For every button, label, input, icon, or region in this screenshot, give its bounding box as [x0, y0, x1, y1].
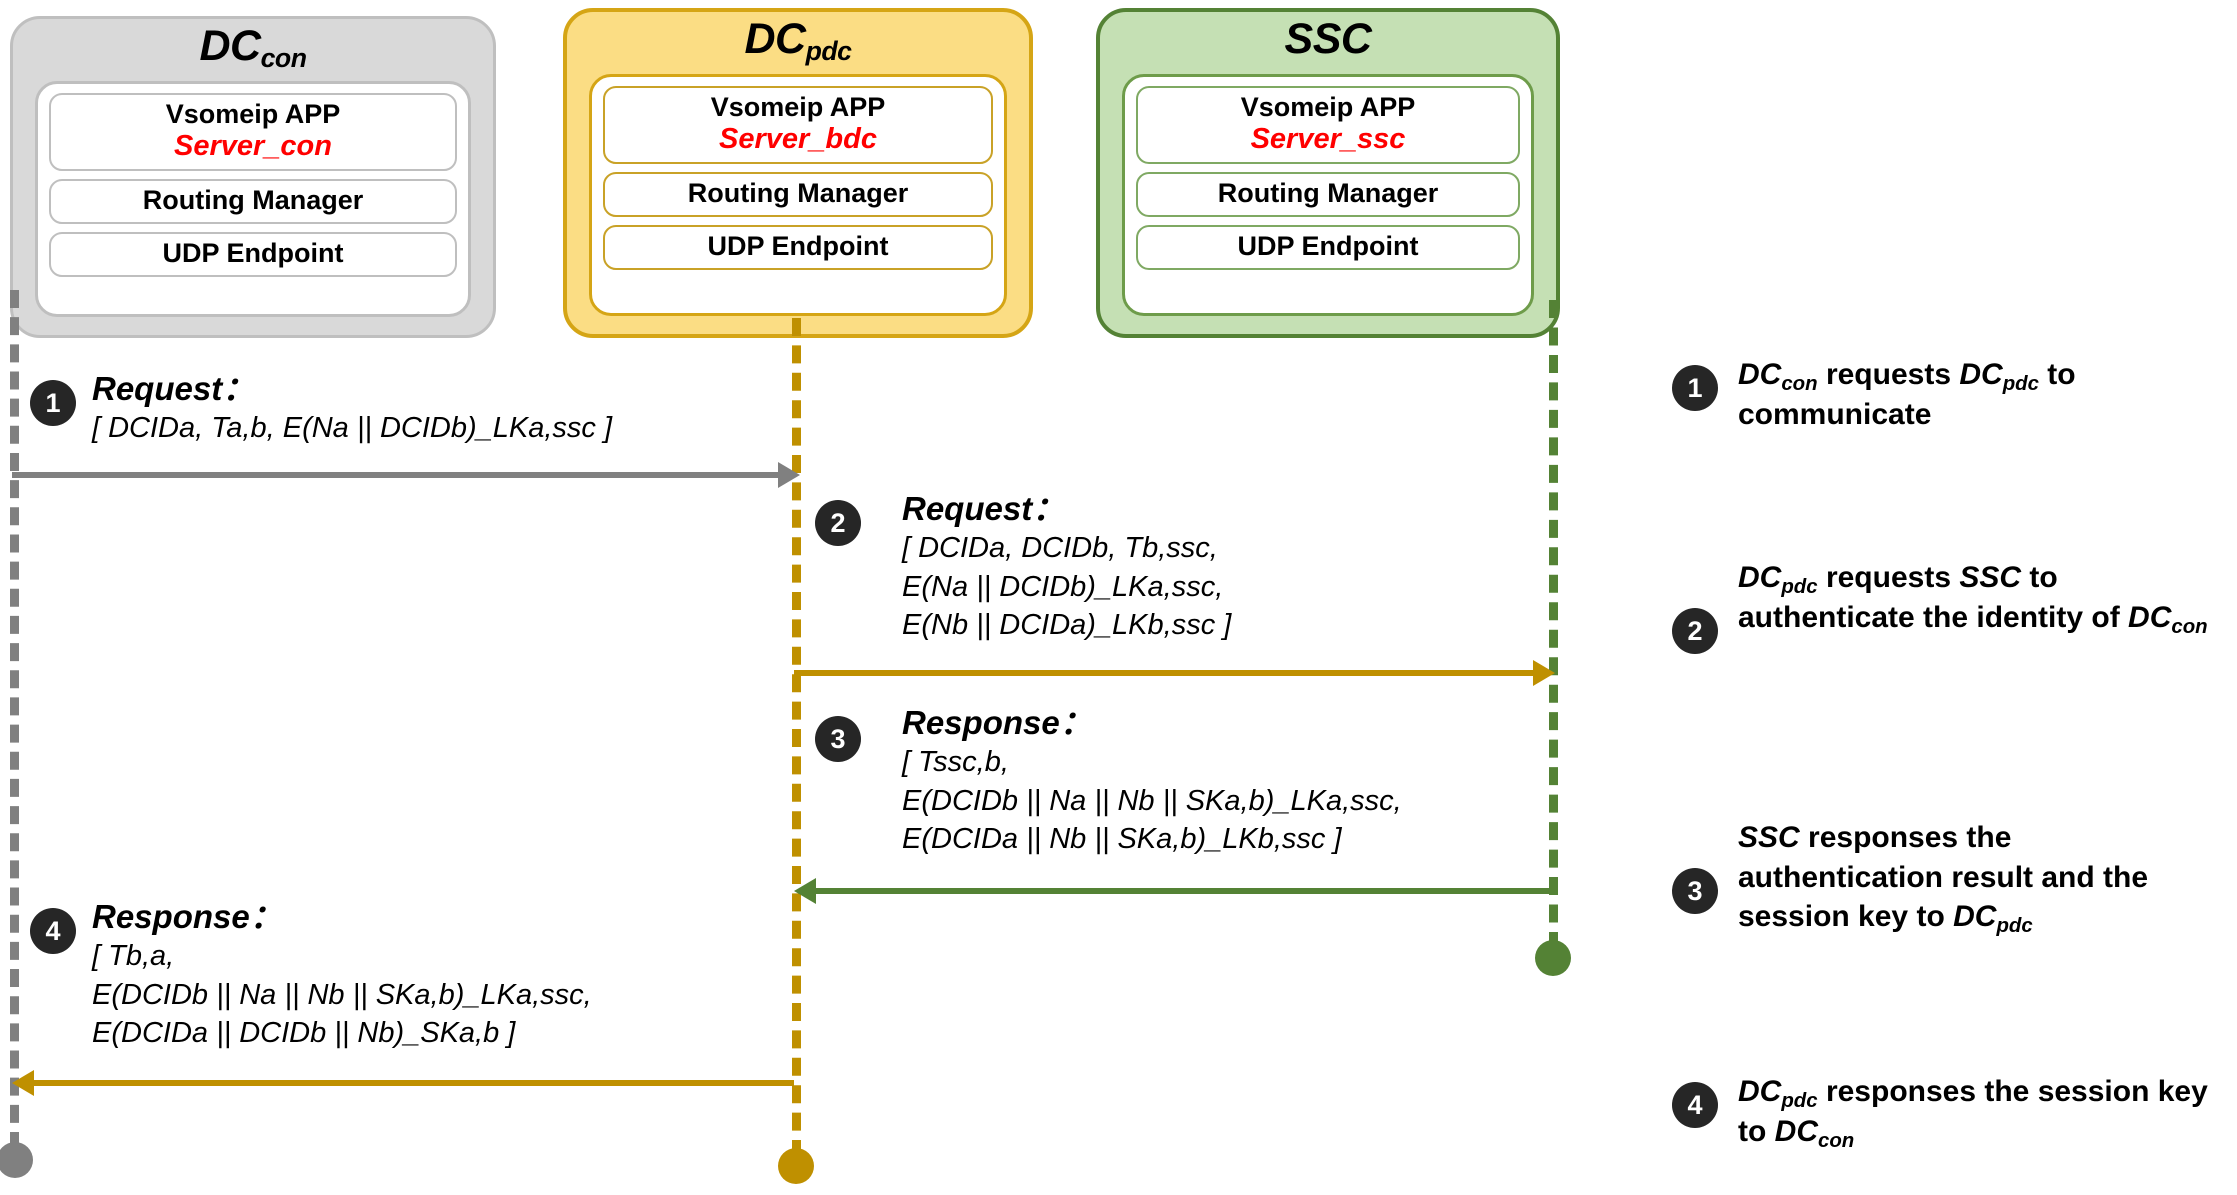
routing-manager-slot-ssc: Routing Manager — [1136, 172, 1520, 218]
step-badge-1: 1 — [30, 380, 76, 426]
message-1-arrow — [12, 472, 784, 478]
step-badge-4: 4 — [30, 908, 76, 954]
participant-title-ssc: SSC — [1284, 15, 1372, 63]
legend-badge-2: 2 — [1672, 608, 1718, 654]
lifeline-ssc — [1549, 300, 1558, 950]
vsomeip-app-label: Vsomeip APP — [710, 92, 886, 122]
udp-endpoint-slot-dc-pdc: UDP Endpoint — [603, 225, 993, 271]
participant-ssc: SSC Vsomeip APP Server_ssc Routing Manag… — [1096, 8, 1560, 338]
vsomeip-app-slot-dc-pdc: Vsomeip APP Server_bdc — [603, 86, 993, 165]
server-name-label: Server_bdc — [719, 123, 877, 156]
routing-manager-slot-dc-pdc: Routing Manager — [603, 172, 993, 218]
message-3-arrowhead — [794, 878, 816, 904]
step-badge-3: 3 — [815, 716, 861, 762]
participant-stack-ssc: Vsomeip APP Server_ssc Routing Manager U… — [1122, 74, 1534, 316]
vsomeip-app-label: Vsomeip APP — [165, 99, 341, 129]
routing-manager-label: Routing Manager — [687, 178, 909, 209]
message-4-line-2: E(DCIDb || Na || Nb || SKa,b)_LKa,ssc, — [92, 978, 592, 1011]
message-4-line-3: E(DCIDa || DCIDb || Nb)_SKa,b ] — [92, 1017, 516, 1050]
udp-endpoint-label: UDP Endpoint — [707, 231, 889, 262]
legend-label-2: DCpdc requests SSC to authenticate the i… — [1738, 561, 2208, 638]
message-4-line-1: [ Tb,a, — [92, 940, 175, 973]
participant-title-dc-pdc: DCpdc — [744, 15, 852, 67]
legend-label-3: SSC responses the authentication result … — [1738, 821, 2149, 938]
message-3-line-1: [ Tssc,b, — [902, 746, 1009, 779]
participant-dc-pdc: DCpdc Vsomeip APP Server_bdc Routing Man… — [563, 8, 1033, 338]
lifeline-endpoint-dc-pdc — [778, 1148, 814, 1184]
vsomeip-app-slot-ssc: Vsomeip APP Server_ssc — [1136, 86, 1520, 165]
message-4-text: Response： [ Tb,a, E(DCIDb || Na || Nb ||… — [92, 896, 592, 1053]
legend-label-4: DCpdc responses the session key to DCcon — [1738, 1075, 2208, 1152]
udp-endpoint-label: UDP Endpoint — [1237, 231, 1419, 262]
server-name-label: Server_ssc — [1250, 123, 1406, 156]
routing-manager-slot-dc-con: Routing Manager — [49, 179, 457, 225]
lifeline-dc-pdc — [792, 318, 801, 1158]
message-3-text: Response： [ Tssc,b, E(DCIDb || Na || Nb … — [902, 702, 1402, 859]
message-4-arrowhead — [12, 1070, 34, 1096]
lifeline-endpoint-dc-con — [0, 1142, 33, 1178]
message-2-line-3: E(Nb || DCIDa)_LKb,ssc ] — [902, 609, 1232, 642]
legend-badge-1: 1 — [1672, 365, 1718, 411]
message-2-line-1: [ DCIDa, DCIDb, Tb,ssc, — [902, 532, 1218, 565]
message-2-line-2: E(Na || DCIDb)_LKa,ssc, — [902, 570, 1224, 603]
step-badge-2: 2 — [815, 500, 861, 546]
message-1-text: Request： [ DCIDa, Ta,b, E(Na || DCIDb)_L… — [92, 368, 612, 448]
legend-label-1: DCcon requests DCpdc to communicate — [1738, 358, 2076, 431]
routing-manager-label: Routing Manager — [142, 185, 364, 216]
routing-manager-label: Routing Manager — [1217, 178, 1439, 209]
message-2-arrow — [794, 670, 1539, 676]
message-1-line-1: [ DCIDa, Ta,b, E(Na || DCIDb)_LKa,ssc ] — [92, 412, 613, 445]
vsomeip-app-slot-dc-con: Vsomeip APP Server_con — [49, 93, 457, 172]
lifeline-dc-con — [10, 290, 19, 1150]
server-name-label: Server_con — [174, 130, 332, 163]
participant-stack-dc-con: Vsomeip APP Server_con Routing Manager U… — [35, 81, 471, 317]
participant-title-dc-con: DCcon — [199, 22, 307, 74]
message-3-title: Response： — [902, 704, 1093, 741]
message-2-text: Request： [ DCIDa, DCIDb, Tb,ssc, E(Na ||… — [902, 488, 1231, 645]
message-3-arrow — [816, 888, 1556, 894]
message-2-arrowhead — [1533, 660, 1555, 686]
participant-dc-con: DCcon Vsomeip APP Server_con Routing Man… — [10, 16, 496, 338]
udp-endpoint-slot-dc-con: UDP Endpoint — [49, 232, 457, 278]
vsomeip-app-label: Vsomeip APP — [1240, 92, 1416, 122]
message-1-arrowhead — [778, 462, 800, 488]
udp-endpoint-label: UDP Endpoint — [162, 238, 344, 269]
message-1-title: Request： — [92, 370, 256, 407]
message-3-line-2: E(DCIDb || Na || Nb || SKa,b)_LKa,ssc, — [902, 784, 1402, 817]
udp-endpoint-slot-ssc: UDP Endpoint — [1136, 225, 1520, 271]
participant-stack-dc-pdc: Vsomeip APP Server_bdc Routing Manager U… — [589, 74, 1007, 316]
message-4-title: Response： — [92, 898, 283, 935]
legend-badge-4: 4 — [1672, 1082, 1718, 1128]
message-2-title: Request： — [902, 490, 1066, 527]
message-3-line-3: E(DCIDa || Nb || SKa,b)_LKb,ssc ] — [902, 823, 1342, 856]
legend-badge-3: 3 — [1672, 868, 1718, 914]
message-4-arrow — [34, 1080, 794, 1086]
lifeline-endpoint-ssc — [1535, 940, 1571, 976]
